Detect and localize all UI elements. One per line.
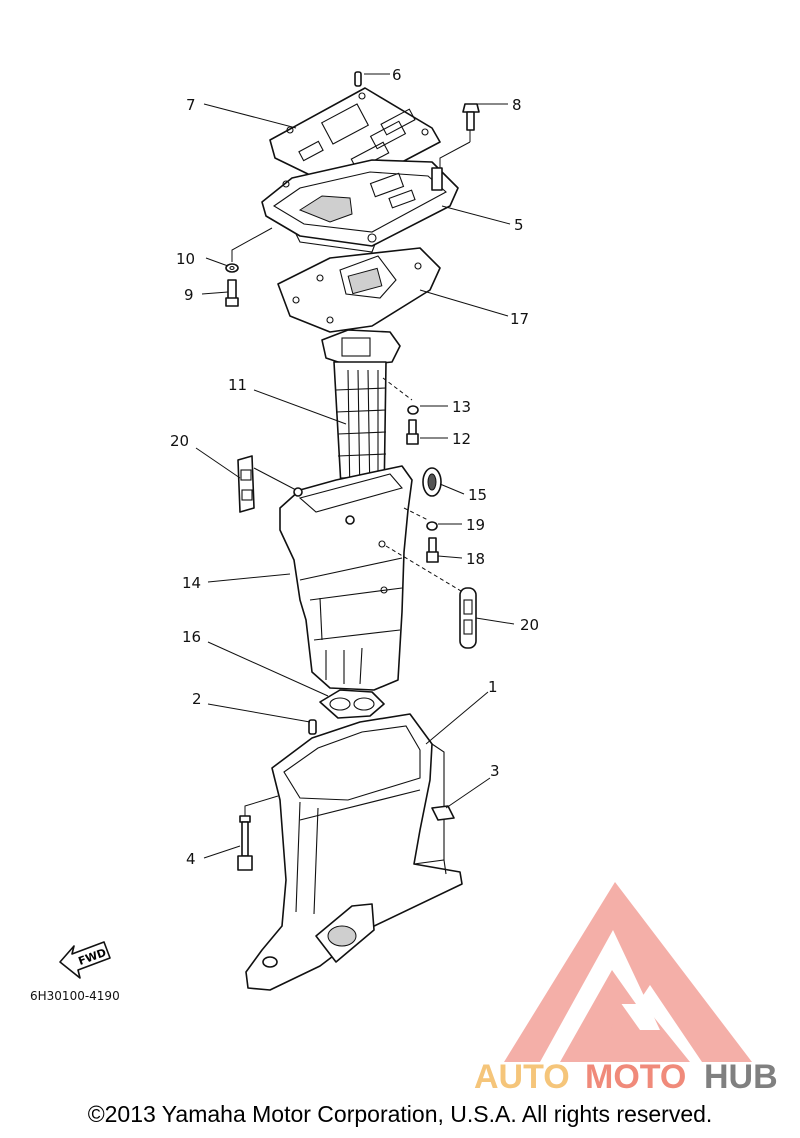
part-9-bolt xyxy=(225,279,239,307)
part-17-gasket xyxy=(277,247,441,333)
callout-18: 18 xyxy=(466,550,485,568)
part-11-exhaust-manifold xyxy=(321,329,401,505)
callout-2: 2 xyxy=(192,690,202,708)
part-19-washer xyxy=(426,521,438,531)
callout-14: 14 xyxy=(182,574,201,592)
callout-7: 7 xyxy=(186,96,196,114)
part-15-grommet xyxy=(422,467,442,497)
callout-5: 5 xyxy=(514,216,524,234)
callout-10: 10 xyxy=(176,250,195,268)
callout-12: 12 xyxy=(452,430,471,448)
callout-6: 6 xyxy=(392,66,402,84)
watermark-moto: MOTO xyxy=(585,1058,686,1096)
part-13-washer xyxy=(407,405,419,415)
diagram-reference-code: 6H30100-4190 xyxy=(30,989,120,1003)
callout-15: 15 xyxy=(468,486,487,504)
part-20-damper-left xyxy=(237,455,255,513)
part-1-lower-casing xyxy=(245,713,463,991)
callout-numbers: 6 7 8 5 10 9 17 11 13 12 20 15 19 18 14 … xyxy=(170,66,539,868)
part-3-clip xyxy=(431,805,455,821)
part-16-seal xyxy=(319,689,385,719)
watermark-auto: AUTO xyxy=(474,1058,570,1096)
callout-1: 1 xyxy=(488,678,498,696)
part-14-upper-casing xyxy=(279,465,413,691)
part-8-bolt xyxy=(439,103,480,180)
callout-19: 19 xyxy=(466,516,485,534)
callout-4: 4 xyxy=(186,850,196,868)
fwd-direction-arrow: FWD xyxy=(59,941,111,979)
part-2-dowel-pin xyxy=(308,719,317,735)
callout-13: 13 xyxy=(452,398,471,416)
part-18-bolt xyxy=(426,537,439,563)
copyright-notice: ©2013 Yamaha Motor Corporation, U.S.A. A… xyxy=(87,1101,713,1127)
watermark-hub: HUB xyxy=(704,1058,778,1096)
automotohub-logo xyxy=(504,882,752,1062)
callout-9: 9 xyxy=(184,286,194,304)
part-10-washer xyxy=(225,263,239,273)
callout-17: 17 xyxy=(510,310,529,328)
callout-11: 11 xyxy=(228,376,247,394)
part-20-damper-right xyxy=(459,587,477,649)
callout-20-right: 20 xyxy=(520,616,539,634)
part-4-bolt xyxy=(237,815,253,871)
callout-20-left: 20 xyxy=(170,432,189,450)
part-6-dowel-pin xyxy=(354,71,362,87)
part-12-bolt xyxy=(406,419,419,445)
part-5-exhaust-guide xyxy=(261,159,459,253)
callout-16: 16 xyxy=(182,628,201,646)
callout-8: 8 xyxy=(512,96,522,114)
callout-3: 3 xyxy=(490,762,500,780)
callout-leaders xyxy=(195,73,515,859)
